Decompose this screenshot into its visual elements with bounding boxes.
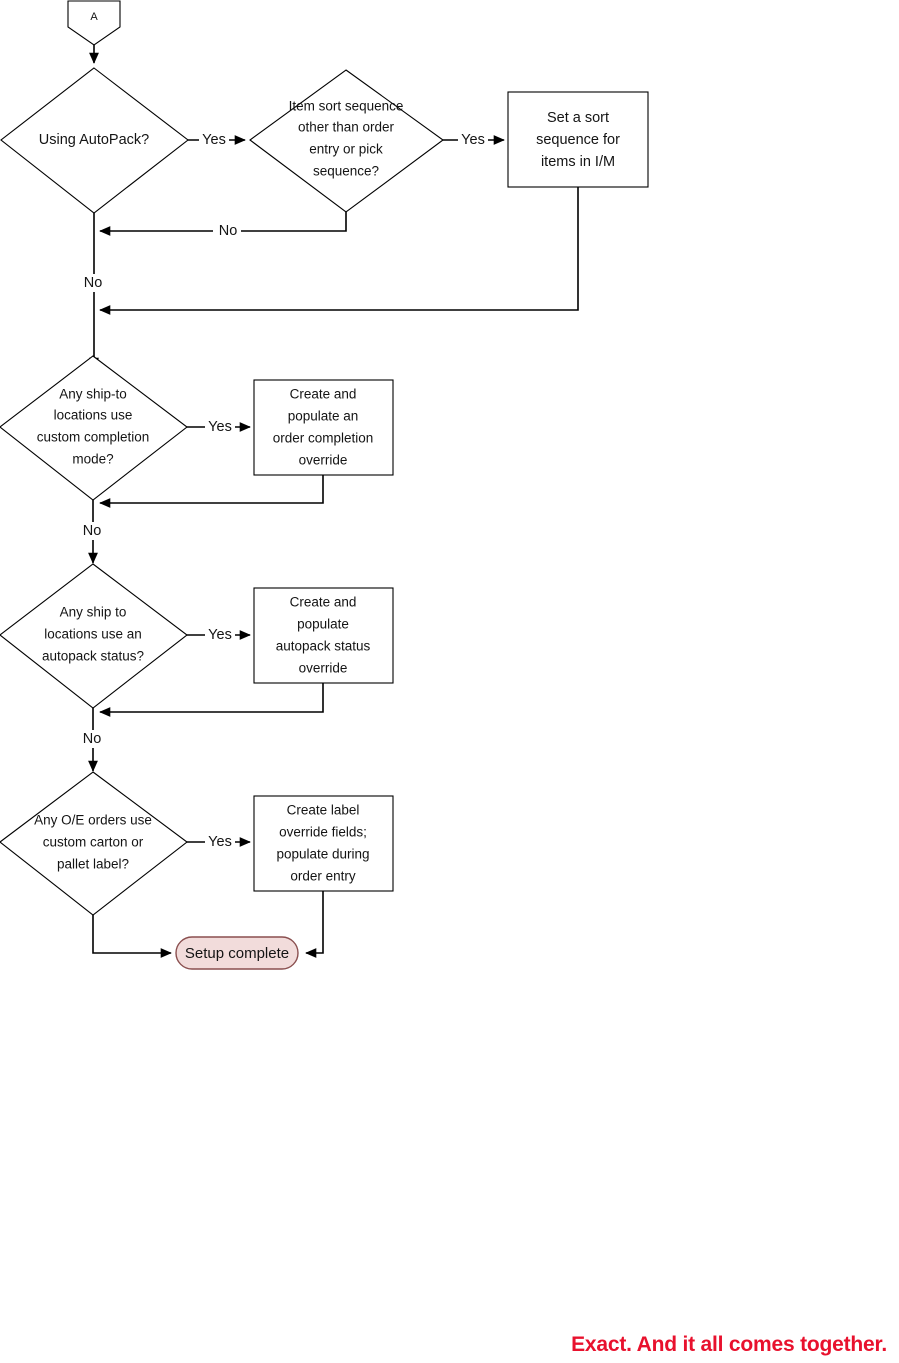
node-label-override-fields-shape [253,795,394,892]
node-label-override-fields-line-1: override fields; [279,825,367,840]
node-autopack-status-override-line-0: Create and [290,595,357,610]
node-order-completion-override-line-2: order completion [273,431,374,446]
node-label-override-fields: Create label override fields; populate d… [253,795,394,892]
edge-label-bg-d1-yes [199,131,229,149]
node-custom-carton-label-line-2: pallet label? [57,857,129,872]
node-order-completion-override-line-1: populate an [288,409,359,424]
edge-label-bg-d4-no [78,730,108,748]
node-label-override-fields-line-0: Create label [287,803,360,818]
node-using-autopack-line-0: Using AutoPack? [39,132,149,148]
edge-label-bg-d5-yes [205,833,235,851]
node-order-completion-override-line-0: Create and [290,387,357,402]
node-custom-carton-label-line-1: custom carton or [43,835,144,850]
node-item-sort-sequence-line-1: other than order [298,120,395,135]
node-item-sort-sequence: Item sort sequence other than order entr… [249,69,444,213]
node-set-sort-sequence: Set a sort sequence for items in I/M [507,91,649,188]
edge-p4-to-end [305,891,324,958]
node-item-sort-sequence-line-2: entry or pick [309,142,383,157]
edge-label-d3-no: No [83,523,102,539]
node-custom-carton-label-line-0: Any O/E orders use [34,813,152,828]
node-autopack-status-line-1: locations use an [44,627,142,642]
node-set-sort-sequence-line-1: sequence for [536,132,620,148]
node-autopack-status-line-0: Any ship to [60,605,127,620]
node-order-completion-override: Create and populate an order completion … [253,379,394,476]
node-autopack-status-line-2: autopack status? [42,649,144,664]
edge-label-bg-d3-yes [205,418,235,436]
node-custom-completion-mode-line-0: Any ship-to [59,387,127,402]
node-setup-complete: Setup complete [175,936,299,970]
node-order-completion-override-line-3: override [299,453,348,468]
node-custom-completion-mode-shape [0,355,188,501]
node-autopack-status-override-line-2: autopack status [276,639,371,654]
node-setup-complete-shape [175,936,299,970]
edge-p2-return [99,475,324,508]
node-using-autopack: Using AutoPack? [0,67,189,214]
edge-label-bg-d2-yes [458,131,488,149]
connector-a-shape [67,0,121,46]
node-custom-completion-mode: Any ship-to locations use custom complet… [0,355,188,501]
connector-a: A [67,0,121,46]
node-setup-complete-label: Setup complete [185,945,289,962]
connector-a-label: A [90,11,98,23]
node-item-sort-sequence-line-3: sequence? [313,164,379,179]
edge-label-bg-d1-no [79,274,109,292]
node-autopack-status-override-line-1: populate [297,617,349,632]
node-autopack-status: Any ship to locations use an autopack st… [0,563,188,709]
edge-label-d4-yes: Yes [208,627,232,643]
edge-label-d1-no: No [84,275,103,291]
node-custom-completion-mode-line-1: locations use [54,408,133,423]
node-item-sort-sequence-line-0: Item sort sequence [289,99,404,114]
edge-label-d1-yes: Yes [202,132,226,148]
node-custom-completion-mode-line-3: mode? [72,452,113,467]
node-label-override-fields-line-2: populate during [276,847,369,862]
edge-label-bg-d3-no [78,522,108,540]
edge-d5-no-to-end [92,915,172,958]
edge-p1-return [99,187,579,315]
edge-label-d2-yes: Yes [461,132,485,148]
node-custom-completion-mode-line-2: custom completion [37,430,150,445]
edge-p3-return [99,683,324,717]
node-order-completion-override-shape [253,379,394,476]
node-set-sort-sequence-line-0: Set a sort [547,110,609,126]
brand-tagline: Exact. And it all comes together. [571,1333,887,1356]
node-set-sort-sequence-shape [507,91,649,188]
edge-label-bg-d2-no [213,222,241,240]
node-autopack-status-override: Create and populate autopack status over… [253,587,394,684]
edge-label-d2-no: No [219,223,238,239]
node-autopack-status-override-shape [253,587,394,684]
edge-label-d5-yes: Yes [208,834,232,850]
node-label-override-fields-line-3: order entry [290,869,356,884]
edge-label-bg-d4-yes [205,626,235,644]
node-set-sort-sequence-line-2: items in I/M [541,154,615,170]
edge-label-d3-yes: Yes [208,419,232,435]
edge-label-d4-no: No [83,731,102,747]
edge-d2-no [99,212,347,236]
node-autopack-status-override-line-3: override [299,661,348,676]
node-custom-carton-label: Any O/E orders use custom carton or pall… [0,771,188,916]
